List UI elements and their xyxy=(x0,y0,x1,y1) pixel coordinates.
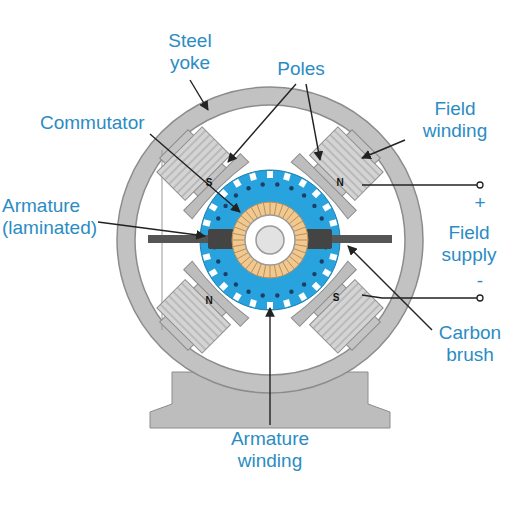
armature-slot xyxy=(267,302,273,309)
part-label: Field winding xyxy=(400,98,510,142)
terminal-sign: + xyxy=(470,192,490,214)
armature-slot xyxy=(312,189,321,198)
armature-conductor xyxy=(275,293,279,297)
commutator-segment xyxy=(232,240,245,241)
armature-slot xyxy=(267,171,273,178)
commutator-segment xyxy=(257,204,261,216)
commutator-segment xyxy=(274,203,276,216)
commutator-segment xyxy=(234,227,246,231)
commutator-segment xyxy=(283,262,290,273)
commutator-segment xyxy=(283,207,290,218)
armature-slot xyxy=(298,179,307,188)
commutator-segment xyxy=(241,216,251,224)
armature-conductor xyxy=(234,193,238,197)
commutator-segment xyxy=(246,211,254,221)
armature-slot xyxy=(283,299,291,307)
armature-conductor xyxy=(223,204,227,208)
pole-letter: N xyxy=(202,296,216,306)
armature-slot xyxy=(209,268,218,277)
armature-slot xyxy=(203,253,211,261)
armature-conductor xyxy=(246,290,250,294)
part-label: Commutator xyxy=(40,112,170,134)
commutator-segment xyxy=(295,233,308,235)
armature-conductor xyxy=(312,204,316,208)
pole-letter: S xyxy=(329,293,343,303)
commutator-segment xyxy=(293,249,305,253)
commutator-segment xyxy=(263,265,265,278)
commutator-segment xyxy=(270,202,271,215)
commutator-segment xyxy=(233,233,246,235)
armature-conductor xyxy=(320,216,324,220)
commutator-segment xyxy=(286,211,294,221)
armature-slot xyxy=(249,173,257,181)
armature-slot xyxy=(209,203,218,212)
armature-slot xyxy=(219,189,228,198)
pole-letter: N xyxy=(333,178,347,188)
armature-conductor xyxy=(289,290,293,294)
armature-conductor xyxy=(260,182,264,186)
pole-letter: S xyxy=(202,178,216,188)
armature-conductor xyxy=(289,186,293,190)
part-label: Field supply xyxy=(426,222,512,266)
armature-slot xyxy=(298,292,307,301)
commutator-segment xyxy=(279,263,283,275)
part-label: Armature winding xyxy=(210,428,330,472)
commutator-segment xyxy=(263,203,265,216)
commutator-segment xyxy=(251,207,258,218)
armature-slot xyxy=(322,203,331,212)
commutator-segment xyxy=(295,240,308,241)
commutator-segment xyxy=(274,265,276,278)
commutator-segment xyxy=(295,244,308,246)
armature-slot xyxy=(219,282,228,291)
commutator-segment xyxy=(292,253,303,260)
commutator-segment xyxy=(257,263,261,275)
commutator-segment xyxy=(270,265,271,278)
armature-slot xyxy=(312,282,321,291)
commutator-segment xyxy=(241,256,251,264)
commutator-segment xyxy=(234,249,246,253)
armature-conductor xyxy=(216,216,220,220)
armature-slot xyxy=(233,292,242,301)
commutator-segment xyxy=(286,259,294,269)
armature-slot xyxy=(233,179,242,188)
armature-slot xyxy=(329,219,337,227)
commutator-segment xyxy=(237,221,248,228)
part-label: Steel yoke xyxy=(150,30,230,74)
armature-conductor xyxy=(275,182,279,186)
part-label: Armature (laminated) xyxy=(2,195,102,239)
part-label: Carbon brush xyxy=(424,322,516,366)
armature-conductor xyxy=(312,272,316,276)
armature-conductor xyxy=(302,282,306,286)
armature-slot xyxy=(283,173,291,181)
armature-conductor xyxy=(320,259,324,263)
armature-slot xyxy=(322,268,331,277)
commutator-segment xyxy=(293,227,305,231)
armature-slot xyxy=(249,299,257,307)
commutator-segment xyxy=(292,221,303,228)
armature-slot xyxy=(203,219,211,227)
armature-conductor xyxy=(302,193,306,197)
armature-conductor xyxy=(246,186,250,190)
terminal-sign: - xyxy=(470,270,490,292)
armature-slot xyxy=(329,253,337,261)
commutator-segment xyxy=(289,256,299,264)
armature-conductor xyxy=(234,282,238,286)
commutator-segment xyxy=(279,204,283,216)
commutator-segment xyxy=(237,253,248,260)
part-label: Poles xyxy=(266,58,336,80)
commutator-segment xyxy=(233,244,246,246)
commutator-segment xyxy=(251,262,258,273)
armature-conductor xyxy=(216,259,220,263)
commutator-segment xyxy=(246,259,254,269)
commutator-segment xyxy=(289,216,299,224)
armature-conductor xyxy=(260,293,264,297)
armature-conductor xyxy=(223,272,227,276)
